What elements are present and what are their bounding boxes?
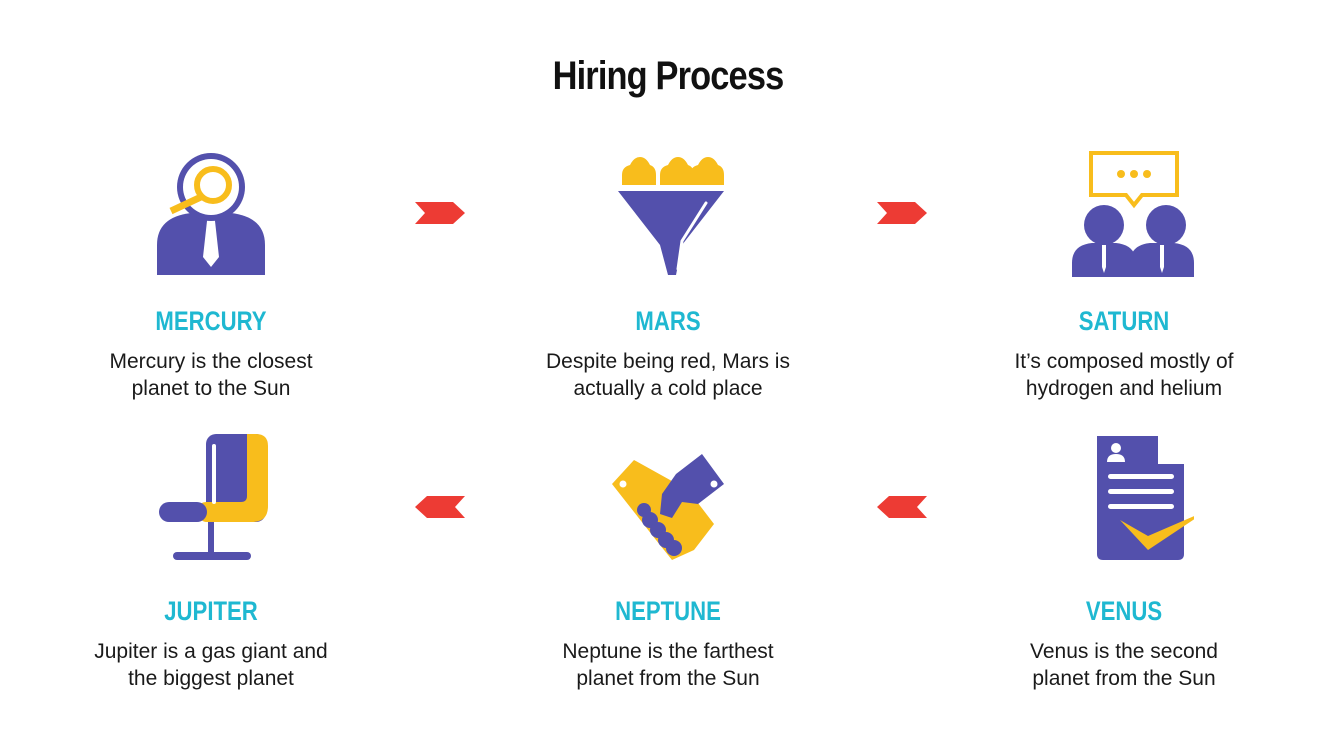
arrow-left-icon — [877, 496, 927, 518]
funnel-filter-icon — [598, 145, 738, 285]
handshake-icon — [598, 432, 738, 572]
step-description: Despite being red, Mars is actually a co… — [518, 348, 818, 402]
description-line: the biggest planet — [128, 667, 294, 690]
step-heading: MARS — [635, 306, 701, 336]
candidate-search-icon — [141, 145, 281, 285]
step-heading: NEPTUNE — [615, 596, 721, 626]
description-line: actually a cold place — [573, 377, 763, 400]
step-description: It’s composed mostly of hydrogen and hel… — [974, 348, 1274, 402]
description-line: Despite being red, Mars is — [546, 350, 790, 373]
arrow-left-icon — [415, 496, 465, 518]
description-line: hydrogen and helium — [1025, 377, 1223, 400]
page-title: Hiring Process — [552, 54, 785, 98]
chair-icon — [141, 432, 281, 572]
description-line: planet from the Sun — [576, 667, 760, 690]
step-description: Neptune is the farthest planet from the … — [518, 638, 818, 692]
step-description: Mercury is the closest planet to the Sun — [61, 348, 361, 402]
arrow-right-icon — [877, 202, 927, 224]
resume-approved-icon — [1054, 432, 1194, 572]
step-heading: MERCURY — [155, 306, 267, 336]
description-line: Jupiter is a gas giant and — [94, 640, 328, 663]
step-description: Jupiter is a gas giant and the biggest p… — [61, 638, 361, 692]
step-heading: SATURN — [1078, 306, 1170, 336]
description-line: Neptune is the farthest — [562, 640, 774, 663]
step-description: Venus is the second planet from the Sun — [974, 638, 1274, 692]
description-line: planet from the Sun — [1032, 667, 1216, 690]
description-line: Venus is the second — [1030, 640, 1218, 663]
interview-chat-icon — [1054, 145, 1194, 285]
description-line: It’s composed mostly of — [1014, 350, 1234, 373]
description-line: Mercury is the closest — [109, 350, 313, 373]
step-heading: VENUS — [1085, 596, 1163, 626]
step-heading: JUPITER — [164, 596, 258, 626]
description-line: planet to the Sun — [131, 377, 291, 400]
arrow-right-icon — [415, 202, 465, 224]
